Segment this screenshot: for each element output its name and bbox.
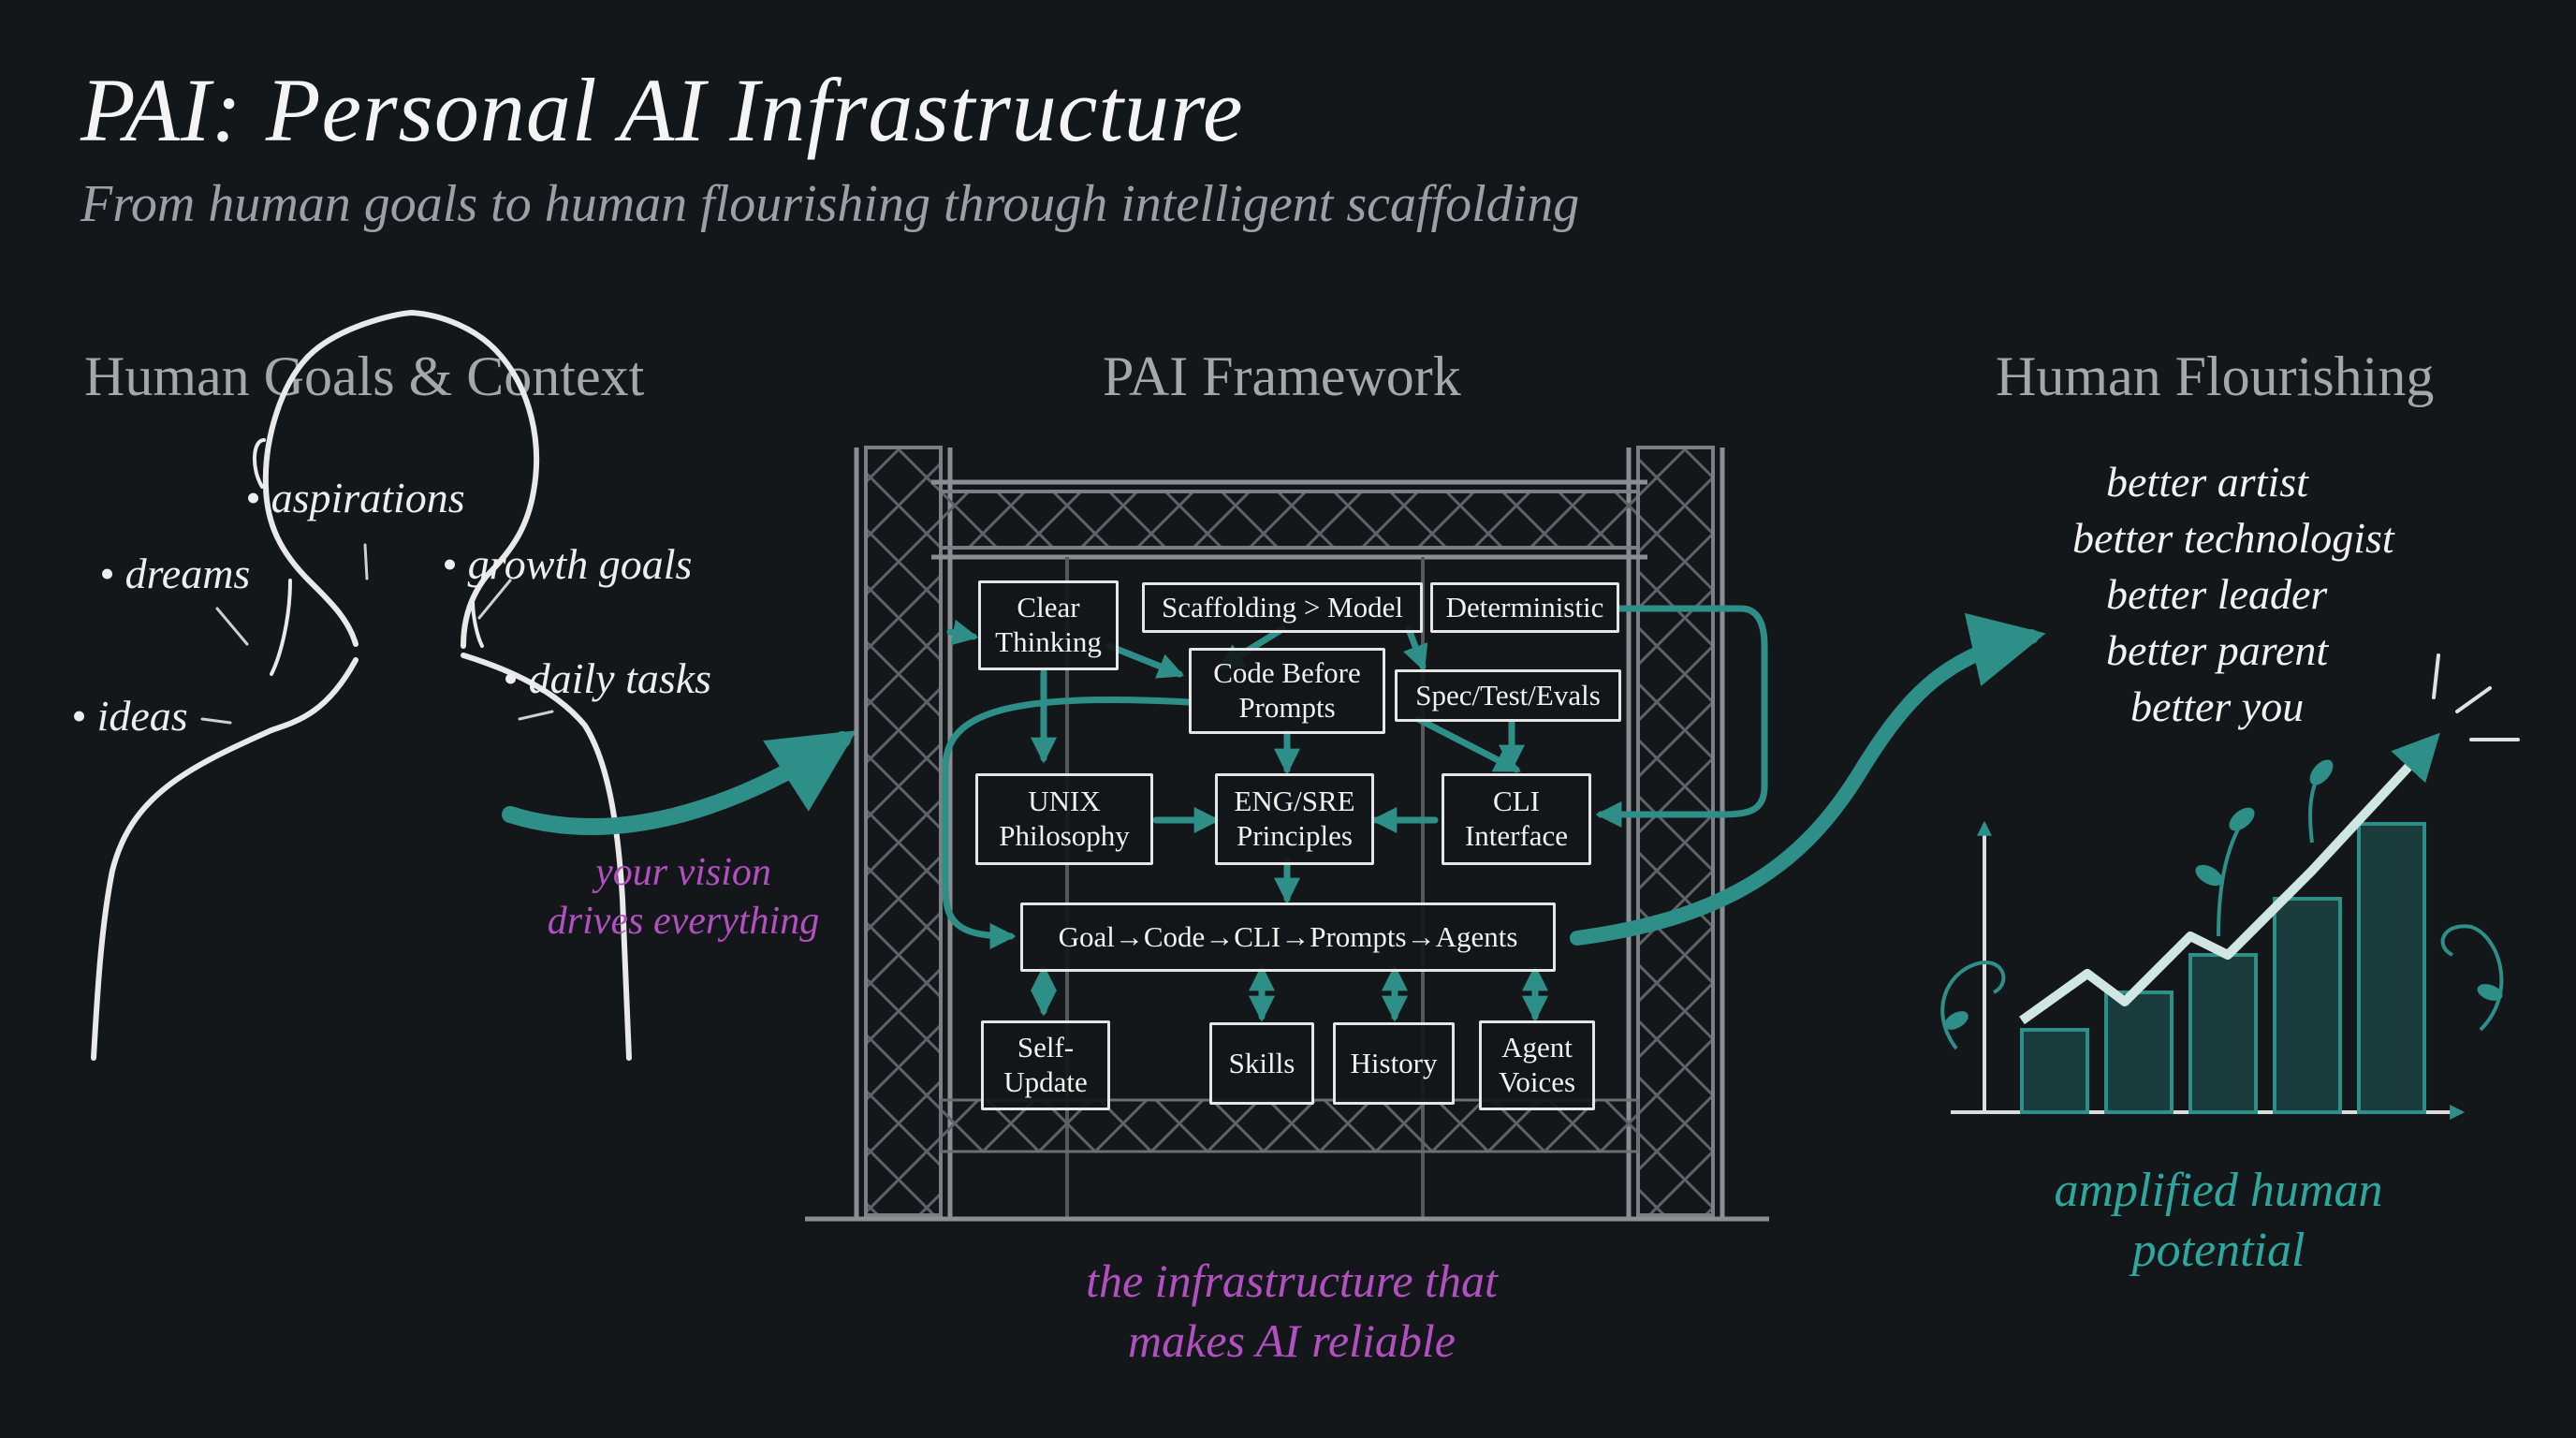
infrastructure-caption: the infrastructure that makes AI reliabl…: [1011, 1251, 1573, 1371]
thought-marks-icon: [200, 543, 554, 725]
page-subtitle: From human goals to human flourishing th…: [80, 175, 1580, 233]
box-clear-thinking-line2: Thinking: [995, 625, 1102, 658]
box-pipeline-text: Goal→Code→CLI→Prompts→Agents: [1058, 919, 1518, 953]
box-eng-sre-line1: ENG/SRE: [1234, 785, 1355, 818]
infrastructure-caption-line1: the infrastructure that: [1086, 1255, 1498, 1307]
flourish-you: better you: [2130, 682, 2305, 730]
box-unix-line1: UNIX: [1028, 785, 1101, 818]
box-eng-sre-line2: Principles: [1237, 819, 1353, 852]
box-pipeline: Goal→Code→CLI→Prompts→Agents: [1020, 902, 1556, 972]
goal-growth: • growth goals: [442, 540, 693, 588]
vision-caption: your vision drives everything: [524, 848, 842, 946]
potential-caption: amplified human potential: [2012, 1161, 2424, 1281]
box-agent-voices-line2: Voices: [1498, 1065, 1576, 1098]
box-scaffolding-model: Scaffolding > Model: [1142, 582, 1423, 633]
box-cli-line2: Interface: [1464, 819, 1569, 852]
box-self-update-line1: Self-: [1017, 1031, 1075, 1064]
goal-daily: • daily tasks: [503, 654, 712, 702]
goal-aspirations: • aspirations: [245, 474, 465, 521]
box-code-before-prompts-line2: Prompts: [1238, 691, 1336, 724]
box-history: History: [1333, 1022, 1455, 1105]
box-self-update-line2: Update: [1003, 1065, 1088, 1098]
flourish-artist: better artist: [2106, 458, 2308, 506]
infrastructure-caption-line2: makes AI reliable: [1128, 1314, 1456, 1367]
column-heading-framework: PAI Framework: [1103, 345, 1461, 407]
person-silhouette-icon: [91, 310, 632, 1061]
potential-caption-line2: potential: [2131, 1224, 2305, 1277]
box-deterministic: Deterministic: [1430, 582, 1619, 633]
box-history-text: History: [1350, 1046, 1438, 1079]
amplify-arrow: [1570, 612, 2046, 946]
box-unix-line2: Philosophy: [999, 819, 1130, 852]
vision-caption-line1: your vision: [595, 851, 771, 894]
vision-caption-line2: drives everything: [547, 900, 820, 943]
flourish-parent: better parent: [2106, 626, 2329, 674]
box-cli-line1: CLI: [1493, 785, 1540, 818]
column-heading-goals: Human Goals & Context: [84, 345, 645, 407]
box-skills: Skills: [1209, 1022, 1314, 1105]
scaffold-structure: [805, 446, 1769, 1222]
vision-arrow: [502, 730, 857, 835]
box-skills-text: Skills: [1228, 1046, 1295, 1079]
column-heading-flourishing: Human Flourishing: [1996, 345, 2435, 407]
box-spec-test-evals: Spec/Test/Evals: [1395, 669, 1621, 722]
page-title: PAI: Personal AI Infrastructure: [80, 60, 1244, 160]
flourish-leader: better leader: [2106, 570, 2328, 618]
goal-dreams: • dreams: [99, 550, 251, 597]
growth-chart-icon: [1940, 653, 2520, 1120]
box-self-update: Self-Update: [981, 1020, 1110, 1110]
box-code-before-prompts-line1: Code Before: [1213, 656, 1361, 690]
box-agent-voices-line1: Agent: [1501, 1031, 1573, 1064]
box-clear-thinking-line1: Clear: [1017, 591, 1080, 624]
box-deterministic-text: Deterministic: [1445, 590, 1604, 624]
flourish-technologist: better technologist: [2072, 514, 2394, 562]
goal-ideas: • ideas: [71, 692, 188, 740]
framework-connectors: [942, 605, 1768, 1022]
box-scaffolding-model-text: Scaffolding > Model: [1162, 590, 1403, 624]
potential-caption-line1: amplified human: [2054, 1164, 2383, 1217]
box-spec-test-evals-text: Spec/Test/Evals: [1415, 678, 1601, 712]
